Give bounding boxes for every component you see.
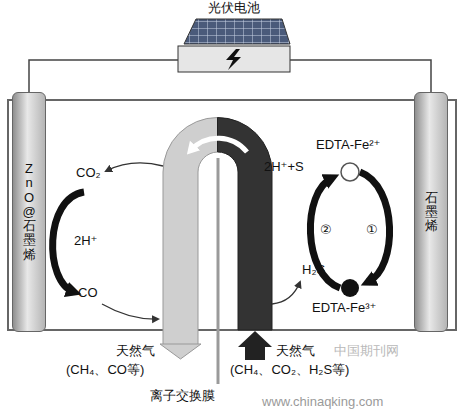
gas-composition: (CH₄、CO等) [66, 362, 144, 377]
electrode-label: ZnO@石墨烯 [23, 162, 36, 262]
gas-arrow [272, 282, 300, 304]
watermark: www.chinaqking.com [262, 394, 383, 409]
solar-panel [184, 19, 290, 44]
fe3-circle [341, 279, 359, 297]
converter-box [178, 46, 290, 72]
gas-composition: (CH₄、CO₂、H₂S等) [230, 362, 349, 377]
step-number: ① [366, 222, 378, 237]
membrane-label: 离子交换膜 [150, 388, 215, 403]
cell-housing [8, 100, 456, 330]
cathode-electrode: ZnO@石墨烯 [12, 92, 46, 332]
component-label: 光伏电池 [178, 0, 290, 16]
electrode-label: 石墨烯 [425, 191, 438, 234]
photovoltaic-cell: 光伏电池 [178, 0, 290, 76]
chemical-label: 2H⁺ [74, 233, 97, 248]
chemical-label: EDTA-Fe³⁺ [312, 300, 376, 315]
step-number: ② [320, 222, 332, 237]
gas-tube-outlet [163, 118, 218, 346]
chemical-label: EDTA-Fe²⁺ [316, 137, 380, 152]
watermark: 中国期刊网 [334, 343, 399, 358]
flow-arrow [191, 138, 247, 152]
anode-electrode: 石墨烯 [414, 92, 448, 332]
outlet-arrow [160, 344, 201, 359]
wire [290, 60, 431, 92]
fe2-circle [341, 163, 359, 181]
inlet-arrow-head [238, 331, 272, 347]
chemical-label: 2H⁺+S [264, 159, 304, 174]
chemical-label: H₂S [302, 262, 325, 277]
ion-exchange-membrane [217, 158, 220, 384]
gas-arrow [102, 304, 158, 319]
chemical-label: CO [78, 285, 98, 300]
reaction-arc [360, 172, 390, 282]
chemical-label: CO₂ [76, 165, 101, 180]
gas-arrow [106, 163, 163, 171]
gas-label: 天然气 [276, 343, 315, 358]
wire [29, 60, 178, 92]
gas-label: 天然气 [116, 343, 155, 358]
lightning-symbol [226, 49, 241, 70]
